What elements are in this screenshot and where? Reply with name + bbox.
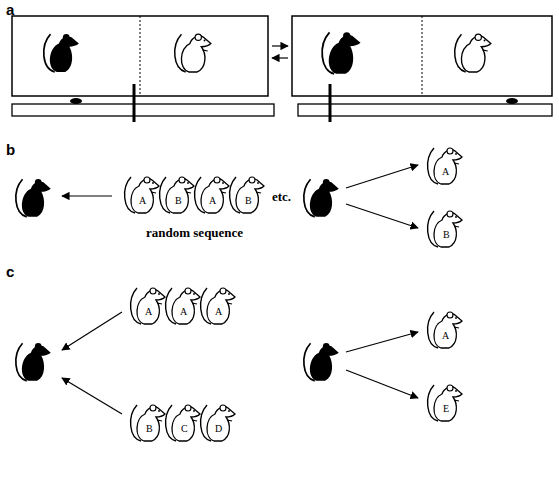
switch-arrow	[272, 45, 288, 46]
rat-outline	[122, 172, 162, 216]
white-rat: B	[157, 172, 197, 216]
rat-letter: A	[209, 196, 216, 206]
rat-outline	[425, 380, 465, 424]
rat-letter: B	[443, 230, 450, 240]
white-rat: A	[163, 283, 203, 327]
white-rat: C	[163, 400, 203, 444]
rat-letter: B	[175, 196, 182, 206]
white-rat: A	[122, 172, 162, 216]
rat-outline	[425, 307, 465, 351]
switch-arrow	[272, 57, 288, 58]
rat-outline	[163, 400, 203, 444]
apparatus-right	[292, 16, 552, 122]
panel-letter: b	[6, 142, 15, 157]
panel-letter: c	[6, 264, 14, 279]
rat-letter: A	[139, 196, 146, 206]
rat-outline	[128, 283, 168, 327]
rat-outline	[198, 400, 238, 444]
rat-outline	[227, 172, 267, 216]
black-rat	[16, 343, 51, 381]
white-rat: A	[425, 143, 465, 187]
rat-outline	[425, 206, 465, 250]
white-rat: B	[128, 400, 168, 444]
rat-letter: E	[443, 404, 449, 414]
black-rat	[16, 179, 51, 217]
arrows	[62, 165, 418, 414]
rat-letter: B	[245, 196, 252, 206]
white-rat: E	[425, 380, 465, 424]
sequence-caption: random sequence	[146, 226, 243, 239]
white-rat: A	[425, 307, 465, 351]
apparatus-left	[12, 16, 274, 122]
white-rat: B	[227, 172, 267, 216]
white-rat: A	[198, 283, 238, 327]
sequence-note: etc.	[272, 190, 291, 203]
rat-outline	[157, 172, 197, 216]
rat-outline	[425, 143, 465, 187]
rat-letter: A	[442, 331, 449, 341]
white-rat: B	[425, 206, 465, 250]
white-rat: A	[128, 283, 168, 327]
rat-outline	[198, 283, 238, 327]
rat-letter: B	[146, 424, 153, 434]
rat-letter: A	[180, 307, 187, 317]
white-rat: A	[192, 172, 232, 216]
rat-outline	[128, 400, 168, 444]
rat-outline	[163, 283, 203, 327]
panel-letter: a	[6, 2, 14, 17]
rat-letter: D	[215, 424, 222, 434]
rat-letter: A	[442, 167, 449, 177]
black-rat	[304, 343, 339, 381]
rat-outline	[192, 172, 232, 216]
black-rat	[304, 179, 339, 217]
white-rat: D	[198, 400, 238, 444]
rat-letter: A	[215, 307, 222, 317]
rat-letter: A	[145, 307, 152, 317]
rat-letter: C	[181, 424, 188, 434]
